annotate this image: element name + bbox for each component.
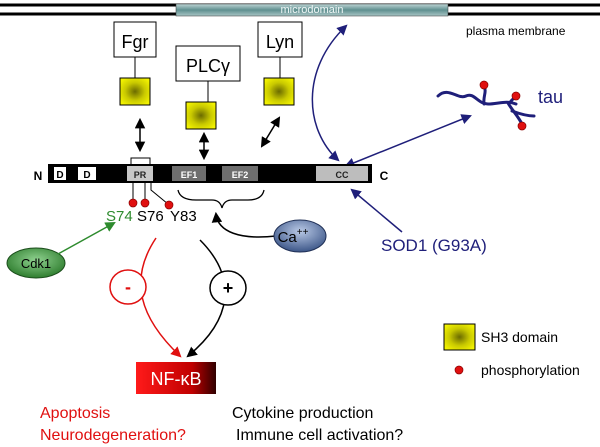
lyn-sh3-icon [263, 77, 295, 106]
nfkb-box [136, 362, 216, 394]
nfkb-label: NF-κB [151, 369, 202, 389]
positive-sign-circle [209, 270, 247, 306]
plasma-membrane: microdomain plasma membrane [0, 3, 600, 38]
microdomain-cc-arrow [311, 24, 348, 162]
cdk1-label: Cdk1 [21, 256, 51, 271]
plasma-membrane-label: plasma membrane [466, 24, 566, 38]
ef-brace [177, 189, 265, 209]
calcium-node: Ca++ [273, 219, 327, 253]
phospho-dot-s74 [128, 198, 138, 208]
phospho-dot-s76 [140, 198, 150, 208]
cdk1-node: Cdk1 [6, 247, 66, 279]
cdk1-s74-arrow [57, 221, 116, 255]
ef2-domain [222, 166, 258, 181]
fgr-label: Fgr [122, 32, 149, 52]
outcome-neurodegeneration: Neurodegeneration? [40, 427, 186, 444]
microdomain-label: microdomain [281, 4, 344, 16]
tau-cc-arrow [344, 114, 472, 168]
ef2-domain-label: EF2 [232, 170, 249, 180]
n-terminus-label: N [34, 169, 43, 183]
negative-sign: - [125, 277, 131, 297]
negative-sign-circle [109, 269, 147, 305]
c-terminus-label: C [380, 169, 389, 183]
lyn-partner: Lyn [257, 21, 303, 106]
outcome-immune: Immune cell activation? [236, 427, 403, 444]
outcome-apoptosis: Apoptosis [40, 405, 110, 422]
d-domain-2 [78, 167, 96, 180]
sod1-arrow [350, 188, 403, 233]
tau-phospho-dot [517, 121, 527, 131]
legend-phospho-dot-icon [454, 365, 464, 375]
lyn-label: Lyn [266, 32, 294, 52]
site-s74-label: S74 [106, 208, 133, 225]
phospho-dot-y83 [164, 200, 174, 210]
tau-phospho-dot [479, 80, 489, 90]
cc-domain [316, 166, 368, 181]
calcium-label: Ca++ [278, 227, 309, 246]
positive-sign: + [223, 278, 234, 298]
negative-effect-arrow [140, 237, 182, 358]
plcg-label: PLCγ [186, 56, 230, 76]
legend: SH3 domain phosphorylation [443, 323, 580, 378]
protein-bar: N D D PR EF1 EF2 CC C [34, 164, 389, 183]
microdomain-bar [175, 3, 449, 17]
d-domain-2-label: D [83, 170, 90, 181]
d-domain-1-label: D [56, 170, 63, 181]
lyn-arrow [260, 116, 281, 148]
legend-sh3-label: SH3 domain [481, 329, 558, 345]
plcg-box [175, 45, 241, 82]
site-s76-label: S76 [137, 208, 164, 225]
pr-domain-label: PR [134, 170, 147, 180]
ef1-domain-label: EF1 [181, 170, 198, 180]
phospho-sites: S74 S76 Y83 [106, 183, 197, 225]
fgr-partner: Fgr [113, 21, 157, 106]
tau-label: tau [538, 87, 563, 107]
plcg-partner: PLCγ [175, 45, 241, 130]
cdk1-ellipse [6, 247, 66, 279]
cc-domain-label: CC [336, 170, 349, 180]
pr-domain [127, 166, 153, 181]
plcg-sh3-icon [185, 101, 217, 130]
d-domain-1 [54, 167, 66, 180]
ef1-domain [172, 166, 206, 181]
ca-arrow [211, 211, 277, 238]
tau-phospho-dot [511, 91, 521, 101]
calcium-ellipse [273, 219, 327, 253]
nfkb-node: NF-κB [136, 362, 216, 394]
tau-molecule-icon: tau [436, 80, 563, 131]
site-y83-label: Y83 [170, 208, 197, 225]
sod1-label: SOD1 (G93A) [381, 236, 487, 255]
outcome-cytokine: Cytokine production [232, 405, 373, 422]
pr-bracket [130, 157, 151, 164]
legend-sh3-swatch-icon [443, 323, 476, 351]
fgr-sh3-icon [119, 77, 151, 106]
legend-phospho-label: phosphorylation [481, 362, 580, 378]
